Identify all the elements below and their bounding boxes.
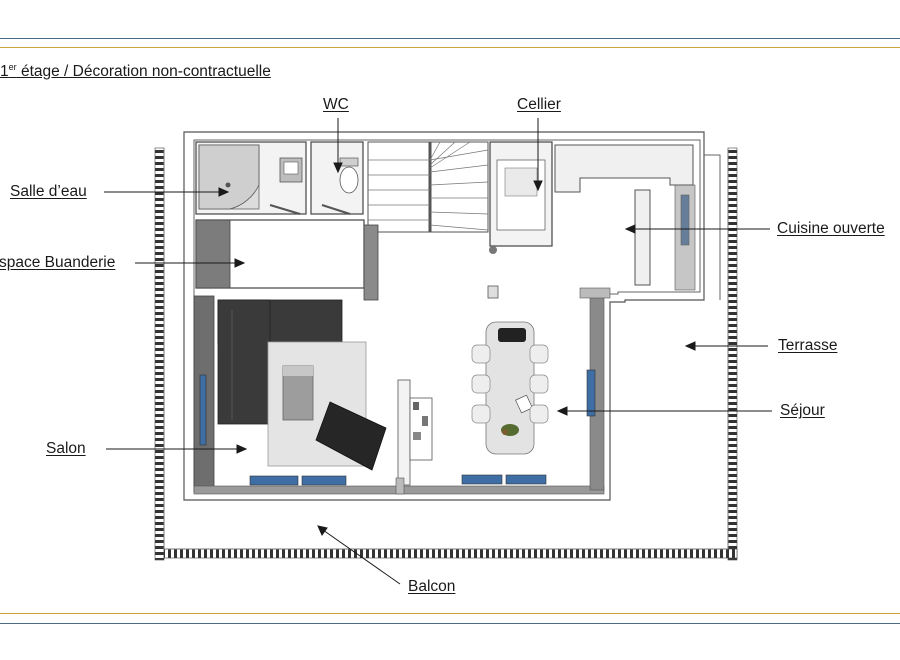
staircase	[367, 141, 489, 233]
label-sejour: Séjour	[780, 402, 825, 419]
top-rule-gold	[0, 47, 900, 48]
leader-lines	[104, 118, 772, 585]
label-espace-buanderie: space Buanderie	[0, 254, 116, 271]
bottom-rule-blue	[0, 623, 900, 624]
wc-room	[310, 141, 364, 215]
kitchen-counter	[554, 144, 696, 291]
salon-furniture	[217, 299, 387, 471]
bottom-rule-gold	[0, 613, 900, 614]
page-caption: 1er étage / Décoration non-contractuelle	[0, 62, 271, 81]
floor-windows	[249, 474, 547, 486]
dining-table	[471, 321, 549, 455]
salle-deau-room	[195, 141, 307, 215]
label-balcon: Balcon	[408, 578, 456, 595]
door-post	[395, 477, 405, 495]
balcony-railing	[154, 147, 738, 561]
label-wc: WC	[323, 96, 349, 113]
label-cellier: Cellier	[517, 96, 561, 113]
cellier-room	[489, 141, 553, 254]
top-rule-blue	[0, 38, 900, 39]
buanderie-room	[195, 219, 499, 301]
label-salle-deau: Salle d’eau	[10, 183, 87, 200]
label-cuisine-ouverte: Cuisine ouverte	[777, 220, 885, 237]
label-terrasse: Terrasse	[778, 337, 838, 354]
label-salon: Salon	[46, 440, 86, 457]
